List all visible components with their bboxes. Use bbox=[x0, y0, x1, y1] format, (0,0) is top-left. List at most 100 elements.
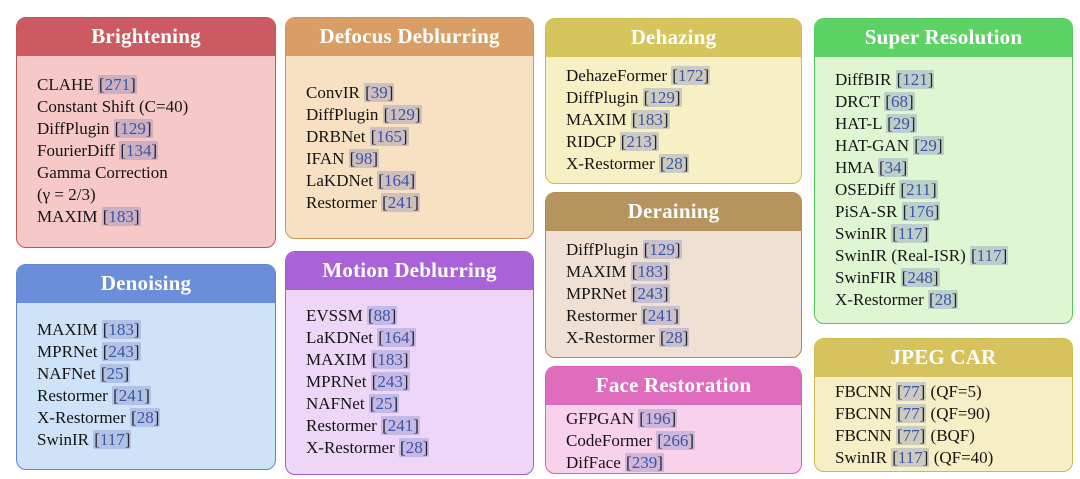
citation-link[interactable]: [183] bbox=[370, 350, 410, 369]
method-name: SwinIR bbox=[37, 430, 94, 449]
citation-number: 34 bbox=[884, 158, 902, 177]
citation-link[interactable]: [239] bbox=[625, 453, 664, 472]
citation-bracket-open: [ bbox=[660, 154, 666, 173]
citation-link[interactable]: [28] bbox=[659, 154, 690, 173]
citation-link[interactable]: [77] bbox=[895, 426, 927, 445]
citation-link[interactable]: [77] bbox=[895, 404, 927, 423]
citation-number: 172 bbox=[677, 66, 704, 85]
citation-link[interactable]: [88] bbox=[366, 306, 398, 325]
citation-bracket-open: [ bbox=[114, 119, 121, 138]
citation-bracket-close: ] bbox=[133, 207, 140, 226]
method-item: Gamma Correction bbox=[37, 162, 269, 184]
method-name: Restormer bbox=[306, 193, 382, 212]
citation-link[interactable]: [164] bbox=[377, 328, 417, 347]
citation-link[interactable]: [68] bbox=[884, 92, 915, 111]
method-item: MAXIM [183] bbox=[37, 206, 269, 228]
citation-link[interactable]: [211] bbox=[899, 180, 938, 199]
citation-link[interactable]: [241] bbox=[641, 306, 680, 325]
citation-link[interactable]: [196] bbox=[638, 409, 678, 428]
citation-link[interactable]: [183] bbox=[630, 262, 670, 281]
citation-link[interactable]: [241] bbox=[112, 386, 151, 405]
citation-link[interactable]: [117] bbox=[891, 448, 930, 467]
citation-bracket-close: ] bbox=[670, 409, 677, 428]
citation-bracket-open: [ bbox=[94, 430, 100, 449]
citation-link[interactable]: [183] bbox=[101, 320, 141, 339]
citation-link[interactable]: [28] bbox=[130, 408, 161, 427]
citation-link[interactable]: [266] bbox=[656, 431, 696, 450]
citation-link[interactable]: [28] bbox=[399, 438, 430, 457]
column-3: Dehazing DehazeFormer [172] DiffPlugin [… bbox=[545, 18, 802, 474]
citation-bracket-close: ] bbox=[401, 127, 408, 146]
citation-link[interactable]: [164] bbox=[377, 171, 417, 190]
method-item: DiffBIR [121] bbox=[835, 69, 1066, 91]
citation-link[interactable]: [243] bbox=[630, 284, 670, 303]
citation-link[interactable]: [117] bbox=[970, 246, 1009, 265]
citation-bracket-close: ] bbox=[1001, 246, 1008, 265]
citation-link[interactable]: [165] bbox=[369, 127, 409, 146]
citation-link[interactable]: [243] bbox=[101, 342, 141, 361]
method-name: DifFace bbox=[566, 453, 626, 472]
citation-number: 243 bbox=[108, 342, 134, 361]
method-item: ConvIR [39] bbox=[306, 82, 527, 104]
citation-bracket-open: [ bbox=[643, 240, 650, 259]
method-name: DiffPlugin bbox=[566, 240, 643, 259]
column-1: Brightening CLAHE [271] Constant Shift (… bbox=[16, 17, 276, 470]
method-name: RIDCP bbox=[566, 132, 620, 151]
citation-link[interactable]: [98] bbox=[348, 149, 380, 168]
citation-link[interactable]: [241] bbox=[381, 193, 420, 212]
citation-link[interactable]: [28] bbox=[928, 290, 959, 309]
citation-link[interactable]: [176] bbox=[901, 202, 941, 221]
method-name: NAFNet bbox=[37, 364, 100, 383]
citation-link[interactable]: [29] bbox=[913, 136, 944, 155]
citation-link[interactable]: [117] bbox=[891, 224, 930, 243]
citation-link[interactable]: [183] bbox=[101, 207, 141, 226]
citation-link[interactable]: [39] bbox=[364, 83, 395, 102]
citation-bracket-close: ] bbox=[674, 240, 681, 259]
citation-link[interactable]: [34] bbox=[877, 158, 909, 177]
citation-link[interactable]: [271] bbox=[97, 75, 137, 94]
citation-bracket-close: ] bbox=[402, 350, 409, 369]
method-name: CodeFormer bbox=[566, 431, 657, 450]
citation-link[interactable]: [129] bbox=[382, 105, 422, 124]
method-item: SwinIR [117] bbox=[37, 429, 269, 451]
citation-number: 183 bbox=[377, 350, 403, 369]
citation-link[interactable]: [172] bbox=[671, 66, 711, 85]
citation-link[interactable]: [129] bbox=[113, 119, 153, 138]
citation-number: 117 bbox=[976, 246, 1002, 265]
citation-link[interactable]: [243] bbox=[370, 372, 410, 391]
citation-link[interactable]: [25] bbox=[368, 394, 400, 413]
citation-link[interactable]: [129] bbox=[642, 88, 682, 107]
citation-bracket-open: [ bbox=[120, 141, 126, 160]
citation-link[interactable]: [248] bbox=[900, 268, 940, 287]
citation-bracket-close: ] bbox=[933, 202, 940, 221]
citation-bracket-open: [ bbox=[100, 364, 107, 383]
citation-link[interactable]: [213] bbox=[619, 132, 659, 151]
method-name: MAXIM bbox=[37, 320, 102, 339]
citation-bracket-open: [ bbox=[369, 394, 376, 413]
citation-link[interactable]: [121] bbox=[895, 70, 935, 89]
citation-link[interactable]: [25] bbox=[99, 364, 131, 383]
citation-bracket-close: ] bbox=[651, 132, 658, 151]
citation-link[interactable]: [183] bbox=[630, 110, 670, 129]
method-name: HAT-GAN bbox=[835, 136, 914, 155]
method-item: DRCT [68] bbox=[835, 91, 1066, 113]
method-item: LaKDNet [164] bbox=[306, 327, 527, 349]
citation-bracket-open: [ bbox=[131, 408, 137, 427]
citation-link[interactable]: [134] bbox=[119, 141, 159, 160]
method-item: X-Restormer [28] bbox=[566, 153, 795, 175]
citation-bracket-close: ] bbox=[402, 372, 409, 391]
citation-link[interactable]: [29] bbox=[886, 114, 917, 133]
category-box-denoising: Denoising MAXIM [183] MPRNet [243] NAFNe… bbox=[16, 264, 276, 470]
method-name: DRCT bbox=[835, 92, 885, 111]
citation-link[interactable]: [28] bbox=[659, 328, 690, 347]
citation-link[interactable]: [77] bbox=[895, 382, 927, 401]
citation-link[interactable]: [117] bbox=[93, 430, 132, 449]
citation-bracket-open: [ bbox=[102, 342, 109, 361]
citation-link[interactable]: [241] bbox=[381, 416, 420, 435]
citation-bracket-open: [ bbox=[383, 105, 390, 124]
citation-link[interactable]: [129] bbox=[642, 240, 682, 259]
citation-bracket-open: [ bbox=[631, 284, 638, 303]
category-title-jpeg-car: JPEG CAR bbox=[815, 339, 1072, 377]
citation-number: 241 bbox=[118, 386, 145, 405]
